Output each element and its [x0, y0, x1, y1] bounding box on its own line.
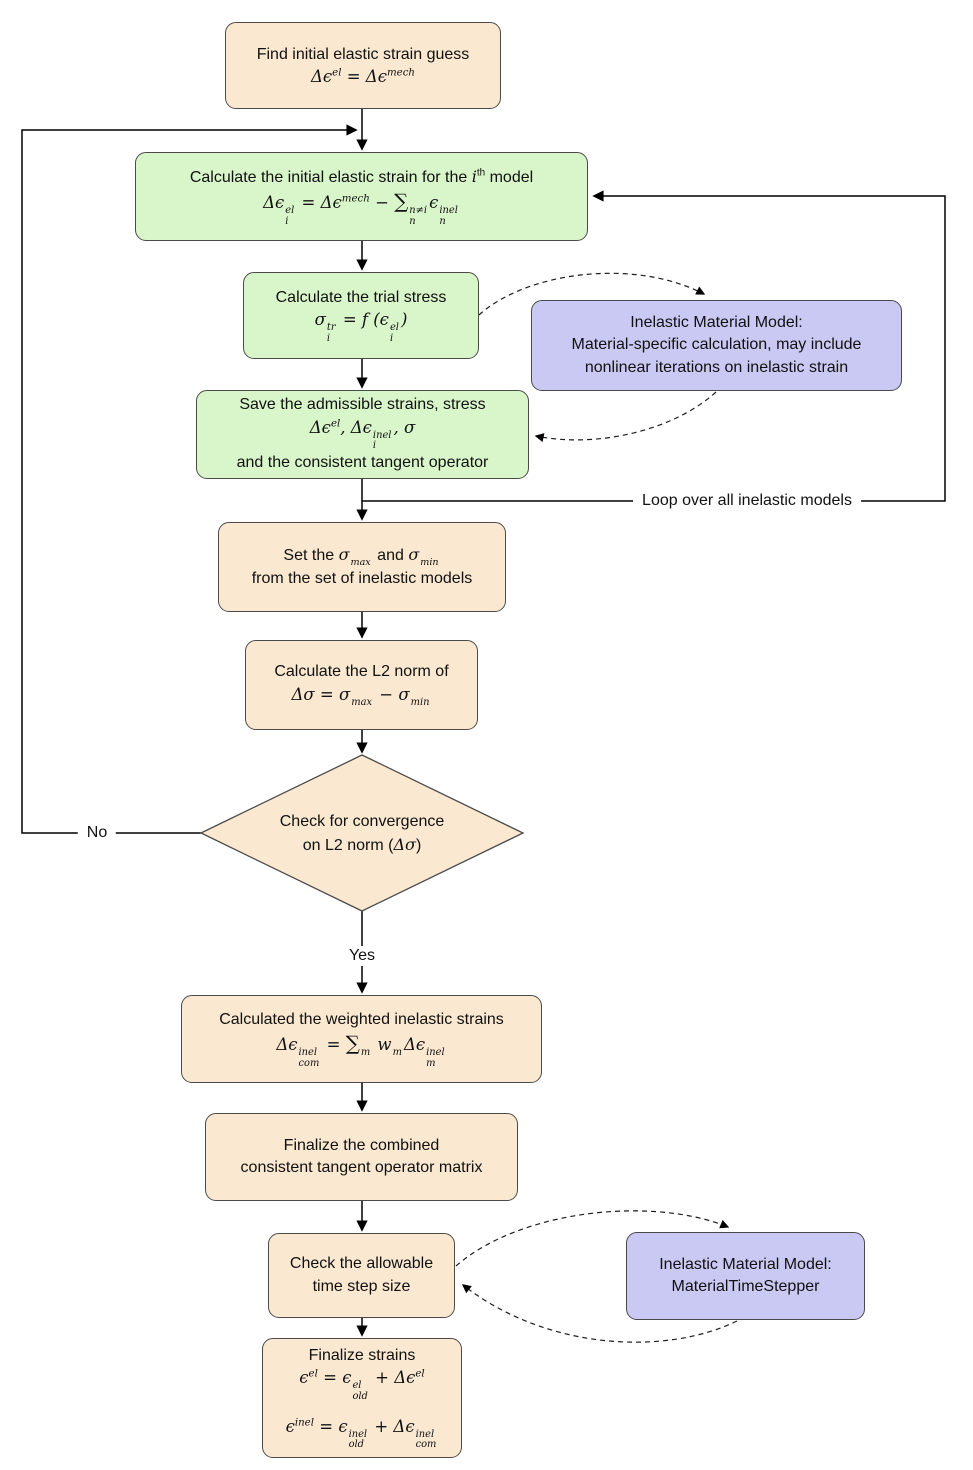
decision-diamond-shape [199, 754, 525, 912]
node-title: Calculate the initial elastic strain for… [189, 166, 534, 186]
node-line: time step size [312, 1277, 411, 1295]
node-finalize-tangent-operator: Finalize the combined consistent tangent… [205, 1113, 518, 1201]
node-weighted-inelastic-strains: Calculated the weighted inelastic strain… [181, 995, 542, 1083]
node-title: Find initial elastic strain guess [256, 45, 470, 63]
node-inelastic-material-model: Inelastic Material Model: Material-speci… [531, 300, 902, 391]
node-title: Calculate the trial stress [275, 288, 447, 306]
node-save-admissible-strains: Save the admissible strains, stress Δϵel… [196, 390, 529, 479]
label-no: No [77, 823, 117, 843]
node-calc-initial-elastic-strain: Calculate the initial elastic strain for… [135, 152, 588, 241]
node-line: from the set of inelastic models [251, 569, 473, 587]
label-yes: Yes [339, 946, 385, 966]
node-material-time-stepper: Inelastic Material Model: MaterialTimeSt… [626, 1232, 865, 1320]
node-line: Inelastic Material Model: [630, 313, 803, 331]
node-line: nonlinear iterations on inelastic strain [584, 358, 849, 376]
node-line: Check for convergence [279, 813, 445, 830]
node-line: Finalize the combined [283, 1136, 440, 1154]
node-check-time-step: Check the allowable time step size [268, 1233, 455, 1318]
node-line: and the consistent tangent operator [236, 454, 489, 472]
node-line: Calculated the weighted inelastic strain… [219, 1010, 504, 1028]
dashed-timestep-to-stepper [455, 1210, 730, 1267]
dashed-model-to-save [534, 391, 717, 442]
dashed-stepper-to-timestep [461, 1284, 738, 1343]
node-line: Finalize strains [308, 1346, 416, 1364]
node-line: Check the allowable [289, 1255, 434, 1273]
node-line: on L2 norm (Δσ) [302, 835, 422, 855]
node-line: Save the admissible strains, stress [239, 396, 486, 414]
node-line: consistent tangent operator matrix [240, 1159, 483, 1176]
label-loop-over-models: Loop over all inelastic models [633, 491, 861, 511]
node-formula: Δϵel = Δϵmech [310, 66, 416, 86]
node-line: Calculate the L2 norm of [274, 663, 449, 681]
node-line: MaterialTimeStepper [671, 1278, 820, 1295]
node-line: Inelastic Material Model: [659, 1255, 832, 1273]
node-find-initial-guess: Find initial elastic strain guess Δϵel =… [225, 22, 501, 109]
node-convergence-check: Check for convergence on L2 norm (Δσ) [222, 810, 502, 857]
dashed-trial-to-model [478, 272, 706, 316]
node-line: Material-specific calculation, may inclu… [571, 336, 862, 354]
